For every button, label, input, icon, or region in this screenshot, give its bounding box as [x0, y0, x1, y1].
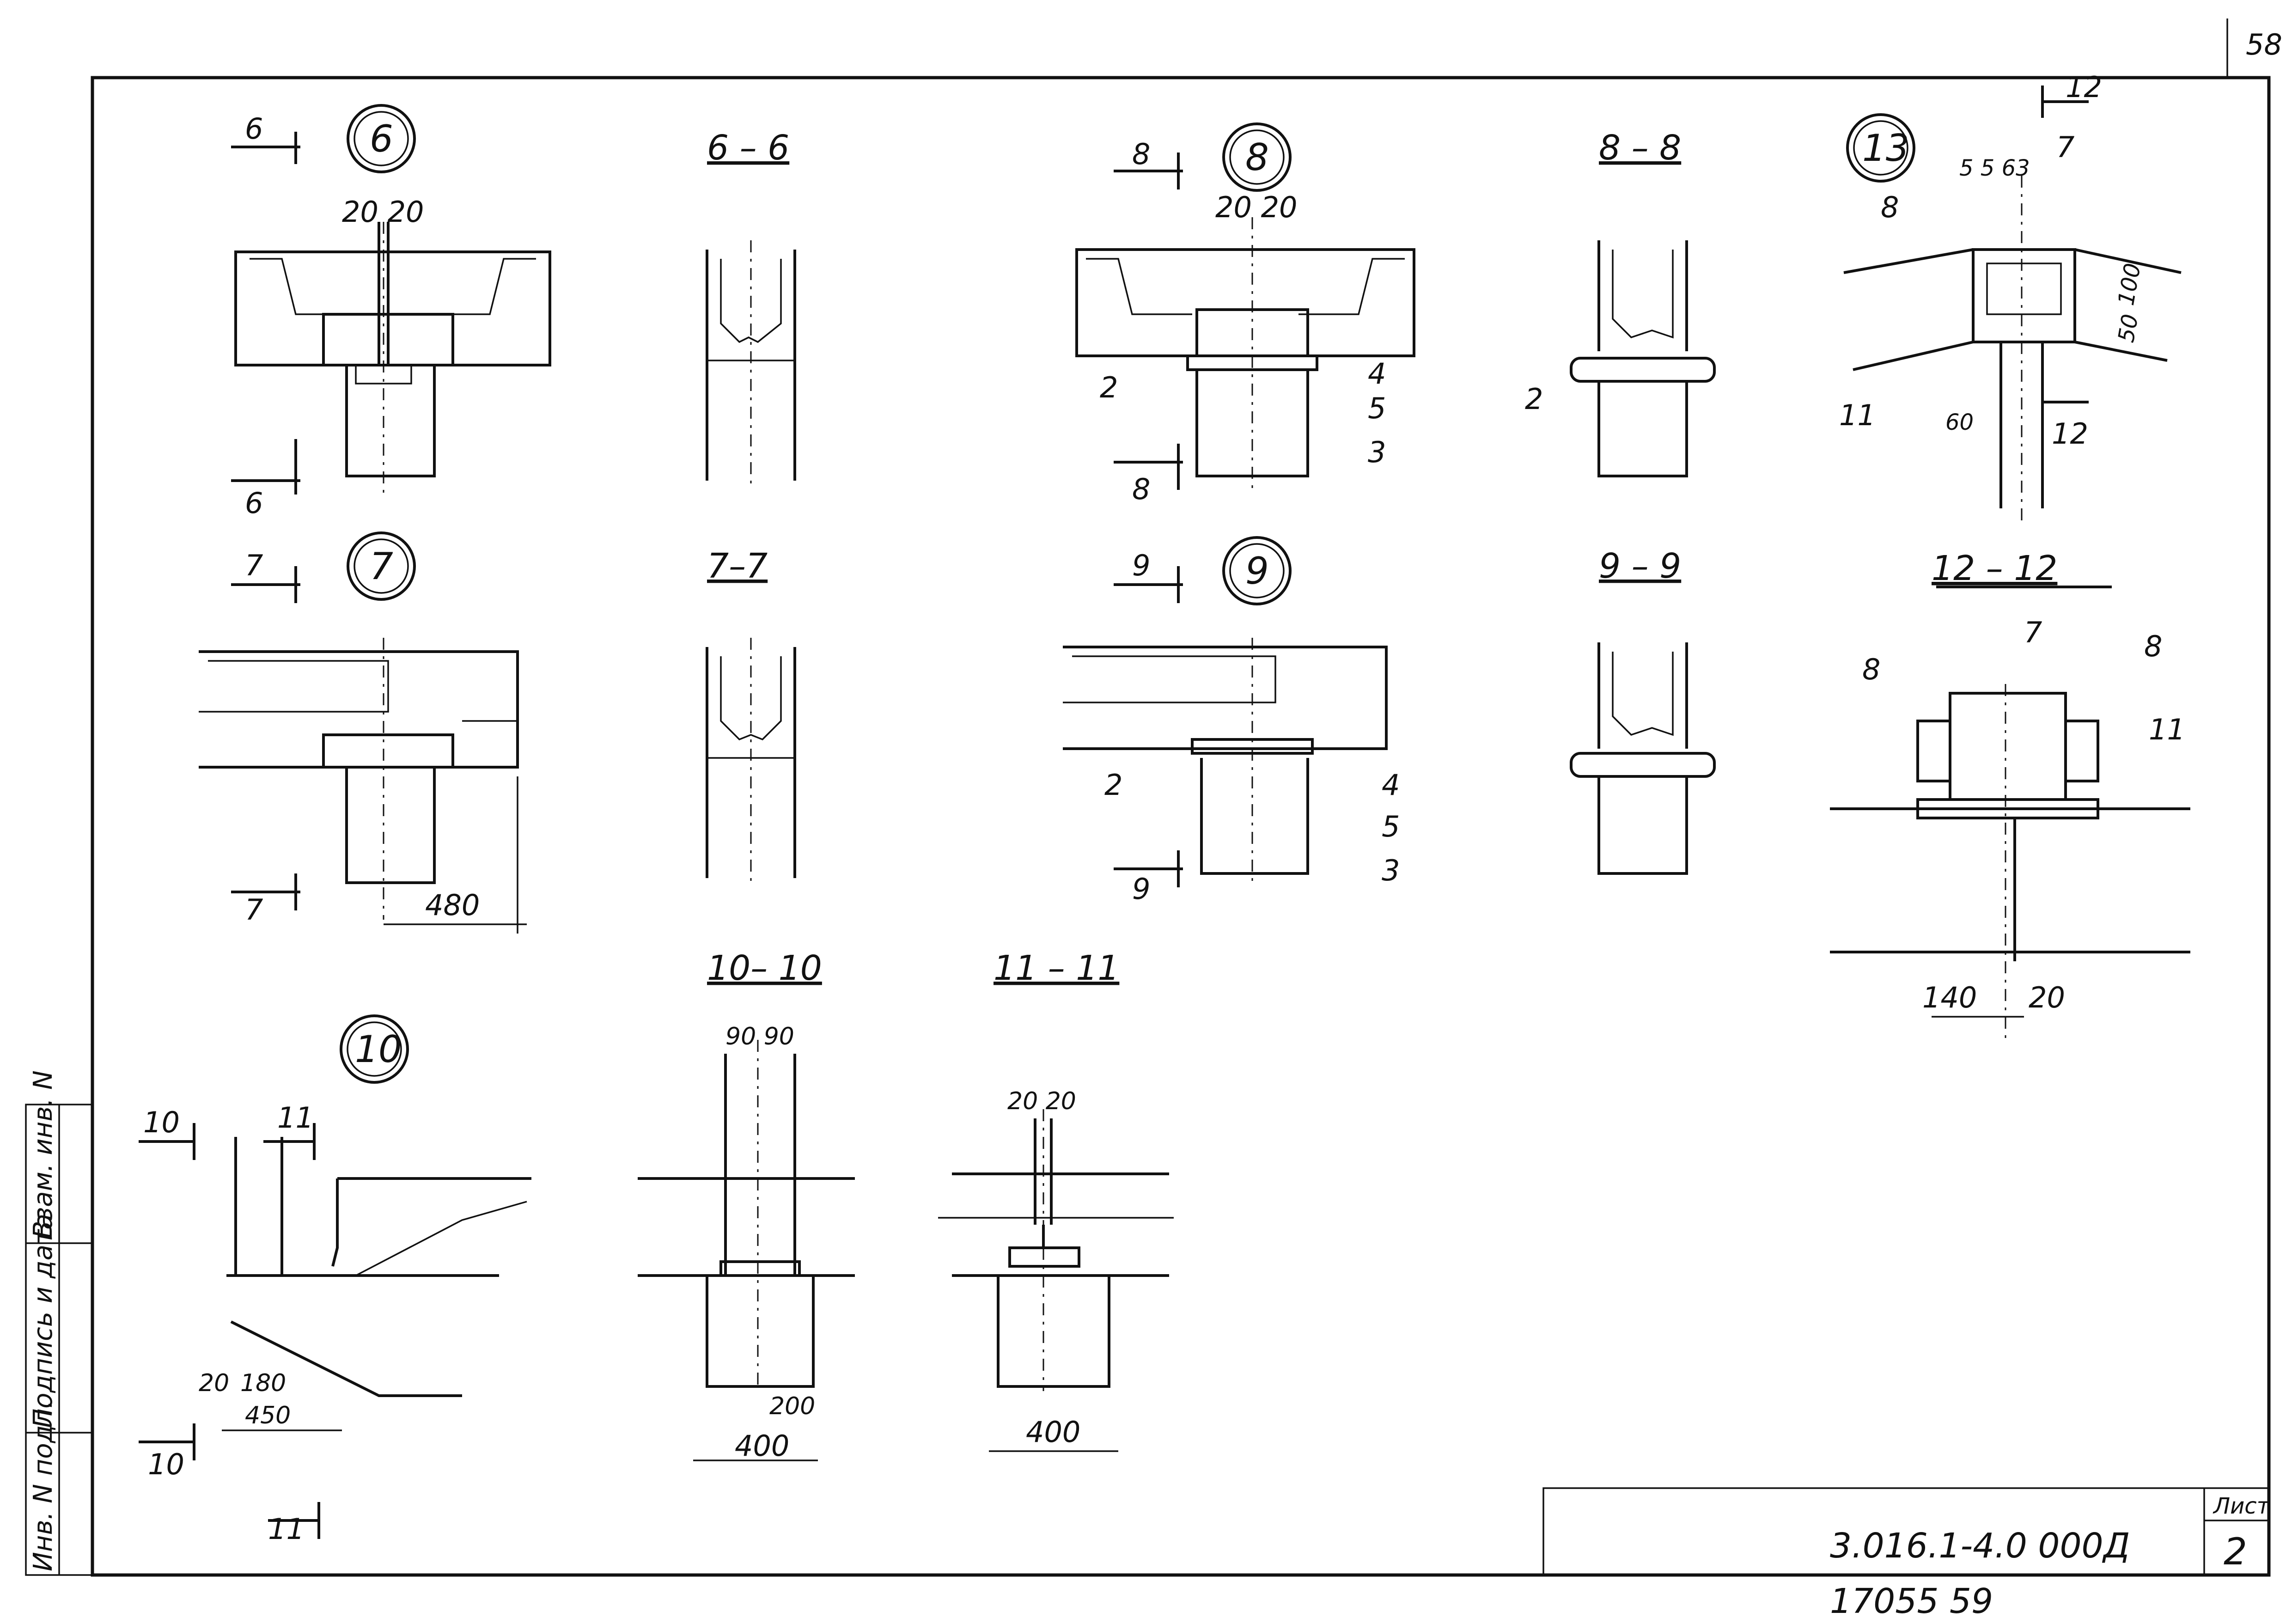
archive-number: 17055 59 — [1830, 1581, 1993, 1621]
svg-text:10: 10 — [143, 1105, 180, 1139]
side-stamp-label-2: Подпись и дата — [28, 1214, 58, 1428]
svg-text:12: 12 — [2052, 417, 2088, 451]
svg-text:3: 3 — [1368, 435, 1386, 469]
svg-text:50: 50 — [2113, 312, 2144, 344]
node-6: 6 6 6 20 20 — [231, 104, 551, 520]
svg-text:5: 5 — [1368, 391, 1386, 425]
section-8-8: 8 – 8 2 — [1525, 128, 1716, 477]
side-stamp-label-1: Взам. инв. N — [28, 1070, 58, 1239]
title-block: 3.016.1-4.0 000Д Лист 2 — [1542, 1487, 2271, 1576]
section-9-9: 9 – 9 — [1570, 546, 1716, 875]
svg-text:5: 5 — [1382, 810, 1400, 843]
node-7-label: 7 — [370, 545, 393, 588]
svg-text:2: 2 — [1104, 768, 1122, 802]
svg-text:9: 9 — [1132, 549, 1150, 582]
dim-20: 20 — [2029, 981, 2065, 1014]
svg-text:4: 4 — [1368, 357, 1386, 391]
node-8-label: 8 — [1245, 136, 1269, 179]
node-6-label: 6 — [370, 117, 393, 160]
svg-text:200: 200 — [769, 1392, 815, 1420]
node-10: 10 10 10 11 11 20 180 450 — [139, 1014, 531, 1546]
svg-text:11: 11 — [277, 1101, 314, 1135]
drawing-frame — [91, 76, 2271, 1577]
node-9-label: 9 — [1245, 549, 1269, 592]
dim-480: 480 — [425, 888, 480, 922]
dim-node8: 20 20 — [1215, 190, 1298, 224]
svg-text:20: 20 — [199, 1369, 229, 1397]
svg-text:180: 180 — [240, 1369, 286, 1397]
svg-text:90 90: 90 90 — [725, 1023, 794, 1050]
svg-text:20 20: 20 20 — [1007, 1087, 1076, 1115]
svg-text:8: 8 — [2144, 629, 2162, 663]
section-6-6: 6 – 6 — [706, 128, 796, 490]
node-9: 9 9 9 2 4 5 3 — [1063, 536, 1400, 906]
svg-text:7: 7 — [245, 893, 263, 927]
section-10-10-title: 10– 10 — [707, 948, 822, 988]
node-10-label: 10 — [355, 1028, 402, 1071]
svg-text:400: 400 — [735, 1429, 789, 1463]
section-11-11: 11 – 11 20 20 400 — [938, 948, 1174, 1452]
svg-text:8: 8 — [1881, 190, 1899, 224]
svg-text:9: 9 — [1132, 872, 1150, 906]
svg-text:100: 100 — [2113, 261, 2146, 307]
svg-text:4: 4 — [1382, 768, 1400, 802]
svg-text:7: 7 — [2024, 616, 2042, 649]
svg-text:3: 3 — [1382, 854, 1400, 887]
svg-text:6: 6 — [245, 486, 263, 520]
section-11-11-title: 11 – 11 — [994, 948, 1119, 988]
dim-140: 140 — [1922, 981, 1977, 1014]
svg-text:12: 12 — [2066, 70, 2102, 104]
sheet-number: 2 — [2224, 1530, 2247, 1573]
side-stamp: Взам. инв. N Подпись и дата Инв. N подл. — [25, 1070, 93, 1576]
document-code: 3.016.1-4.0 000Д — [1830, 1526, 2130, 1566]
svg-text:400: 400 — [1026, 1415, 1080, 1449]
svg-text:2: 2 — [1525, 382, 1543, 416]
section-6-6-title: 6 – 6 — [707, 128, 789, 168]
corner-page-number: 58 — [2246, 28, 2282, 61]
svg-text:450: 450 — [245, 1402, 291, 1429]
svg-text:2: 2 — [1100, 371, 1118, 404]
section-9-9-title: 9 – 9 — [1599, 546, 1681, 586]
section-10-10: 10– 10 90 90 200 400 — [638, 948, 855, 1463]
svg-text:8: 8 — [1862, 653, 1880, 686]
svg-text:8: 8 — [1132, 137, 1150, 171]
svg-text:8: 8 — [1132, 472, 1150, 506]
section-12-12-title: 12 – 12 — [1932, 549, 2057, 588]
sheet-label: Лист — [2213, 1493, 2271, 1519]
section-12-12: 12 – 12 8 7 8 11 140 20 — [1830, 549, 2190, 1040]
section-7-7: 7–7 — [706, 546, 796, 887]
section-8-8-title: 8 – 8 — [1599, 128, 1681, 168]
svg-text:7: 7 — [245, 549, 263, 582]
svg-text:11: 11 — [2149, 713, 2185, 746]
svg-text:6: 6 — [245, 112, 263, 146]
node-13-label: 13 — [1862, 127, 1909, 170]
node-7: 7 7 7 480 — [199, 531, 527, 934]
side-stamp-label-3: Инв. N подл. — [28, 1400, 58, 1571]
node-13: 13 12 12 5 5 63 7 8 11 60 100 50 — [1839, 70, 2182, 527]
svg-text:5 5 63: 5 5 63 — [1959, 155, 2030, 181]
section-7-7-title: 7–7 — [707, 546, 768, 586]
svg-text:11: 11 — [268, 1512, 305, 1546]
svg-text:7: 7 — [2056, 130, 2074, 164]
svg-text:10: 10 — [148, 1447, 184, 1481]
node-8: 8 8 8 20 20 2 4 5 3 — [1075, 122, 1415, 506]
svg-text:11: 11 — [1839, 398, 1876, 432]
svg-text:60: 60 — [1945, 409, 1974, 435]
